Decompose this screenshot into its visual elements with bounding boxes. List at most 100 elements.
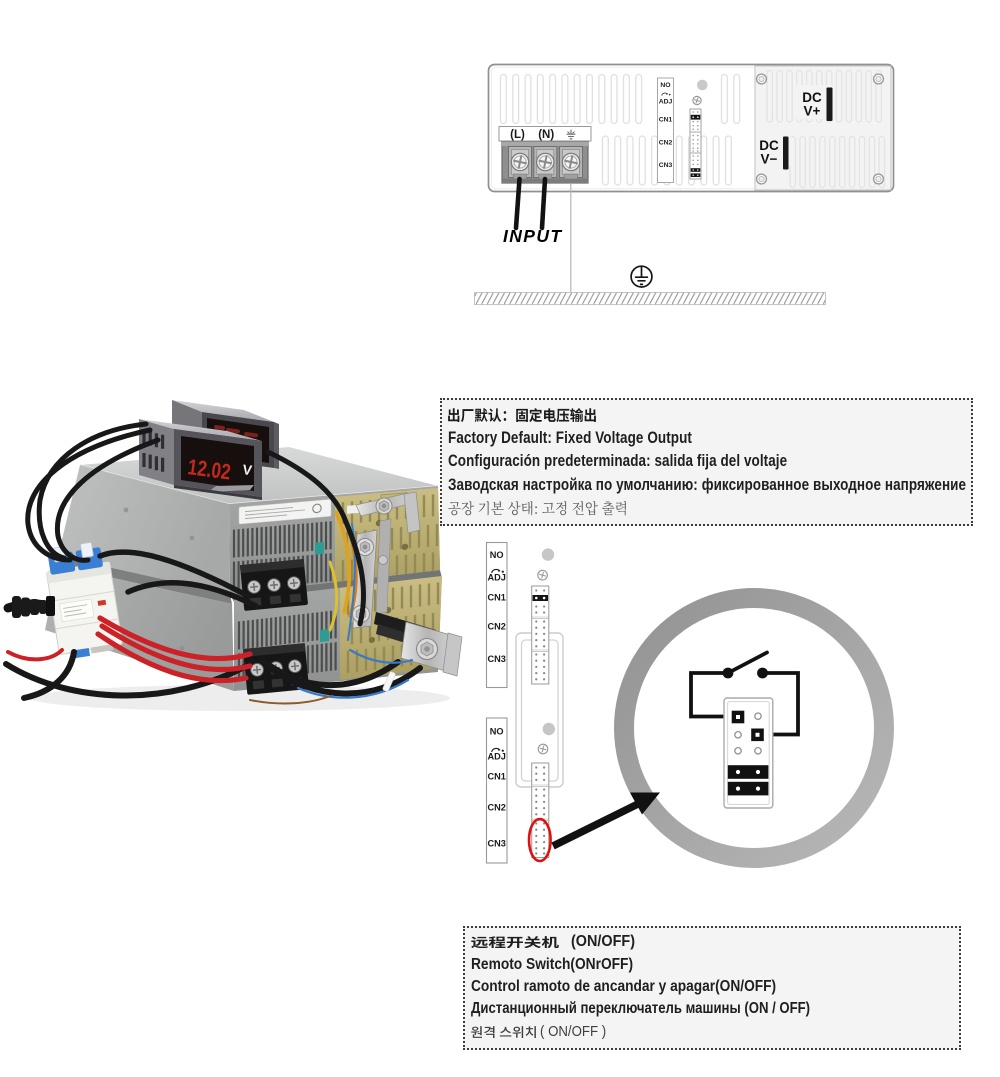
note-line-en: Factory Default: Fixed Voltage Output (448, 427, 971, 451)
remote-switch-circuit (689, 650, 800, 809)
factory-default-note: 出厂默认：固定电压输出Factory Default: Fixed Voltag… (440, 398, 973, 526)
pin-header-lower (531, 762, 550, 858)
factory-default-zh-glyphs (448, 407, 596, 422)
note-line-ru: Дистанционный переключатель машины (ON /… (471, 998, 959, 1020)
jumpered-pin-row (727, 765, 769, 779)
input-label: INPUT (503, 226, 563, 246)
circuit-breaker (46, 542, 123, 659)
note-line-es: Control ramoto de ancandar y apagar(ON/O… (471, 976, 959, 998)
input-cable (3, 596, 55, 618)
strip-label-adj: ADJ (659, 99, 673, 106)
corner-screw (872, 173, 885, 185)
note-line-es-text: Configuración predeterminada: salida fij… (448, 452, 788, 471)
terminal-screw (535, 152, 555, 172)
neutral-label: (N) (538, 129, 554, 141)
strip-label-adj: ADJ (488, 573, 506, 583)
note-line-es-text: Control ramoto de ancandar y apagar(ON/O… (471, 977, 777, 995)
strip-label-cn1: CN1 (488, 772, 506, 782)
corner-screw (755, 173, 768, 185)
switch-wire-right (762, 671, 800, 737)
note-line-en: Remoto Switch(ONrOFF) (471, 953, 959, 975)
strip-label-no: NO (660, 82, 670, 89)
panel-screw (692, 95, 702, 106)
corner-screw (755, 73, 768, 85)
strip-label-cn3: CN3 (659, 162, 673, 169)
ground-plane (474, 292, 826, 306)
open-pin (734, 746, 742, 755)
note-line-en-text: Remoto Switch(ONrOFF) (471, 955, 634, 973)
ac-terminal-block (501, 140, 589, 184)
strip-label-no: NO (490, 550, 504, 560)
product-photo: 12.02 V (3, 400, 463, 711)
panel-screw-lower (537, 743, 549, 755)
open-pin (754, 712, 762, 721)
mounting-hole-lower (542, 722, 555, 736)
panel-screw-upper (537, 569, 548, 581)
note-line-ru-text: Заводская настройка по умолчанию: фиксир… (448, 475, 967, 494)
dc-plus-busbar (826, 87, 833, 121)
ac-terminal-block-upper (239, 559, 308, 611)
switch-contact-right (757, 667, 768, 679)
remote-switch-ko-glyphs (471, 1025, 536, 1038)
strip-label-cn2: CN2 (659, 140, 673, 147)
meter-unit: V (242, 461, 254, 478)
output-bus-bars (352, 491, 463, 677)
ac-terminal-label-strip: (L) (N) (498, 126, 592, 142)
open-pin (754, 746, 762, 755)
psu-stack: 12.02 V (3, 400, 463, 705)
note-line-en-text: Factory Default: Fixed Voltage Output (448, 428, 692, 447)
strip-label-adj: ADJ (488, 752, 506, 762)
strip-label-no: NO (490, 727, 504, 737)
note-line-es: Configuración predeterminada: salida fij… (448, 450, 971, 474)
switch-wire-left (689, 671, 731, 719)
earth-ground-symbol (630, 265, 653, 288)
shunt-bolt (415, 637, 439, 661)
neutral-wire (539, 176, 548, 231)
strip-label-cn2: CN2 (488, 803, 506, 813)
bus-bolt (375, 497, 393, 515)
dc-plus-label2: V+ (804, 104, 821, 119)
live-label: (L) (510, 129, 525, 141)
live-wire (513, 176, 522, 231)
strip-label-cn2: CN2 (488, 622, 506, 632)
note-line-ko: 공장 기본 상태: 고정 전압 출력 (448, 497, 971, 521)
dc-minus-busbar (783, 136, 789, 170)
note-line-zh: 出厂默认：固定电压输出 (448, 403, 971, 427)
jumpered-pin-row (727, 781, 769, 796)
zoom-arrow (551, 792, 660, 850)
corner-screw (872, 73, 885, 85)
strip-label-cn1: CN1 (659, 117, 673, 124)
terminal-screw (510, 152, 530, 172)
strip-label-cn1: CN1 (488, 593, 506, 603)
earth-symbol (566, 129, 576, 140)
red-output-wires (6, 615, 253, 684)
open-pin (734, 730, 742, 739)
dc-minus-label2: V− (761, 152, 778, 167)
note-line-zh-suffix: (ON/OFF) (571, 933, 636, 951)
note-line-ko-suffix: ( ON/OFF ) (540, 1023, 607, 1041)
meter-reading: 12.02 (186, 455, 232, 485)
pin-header-upper (531, 585, 550, 685)
strip-label-cn3: CN3 (488, 654, 506, 664)
remote-switch-note: 远程开关机(ON/OFF)Remoto Switch(ONrOFF)Contro… (463, 926, 961, 1050)
mounting-hole (697, 79, 708, 91)
cable-tie (382, 671, 396, 692)
mounting-hole-upper (541, 548, 555, 561)
cn3-highlight-ellipse (527, 817, 552, 863)
factory-default-ko-glyphs (448, 501, 626, 516)
note-line-ru-text: Дистанционный переключатель машины (ON /… (471, 1000, 811, 1018)
panel-meter-front: 12.02 V (139, 419, 262, 500)
pin-header (689, 108, 702, 180)
remote-switch-zh-glyphs (471, 936, 559, 949)
sense-wires (249, 648, 414, 705)
note-line-ru: Заводская настройка по умолчанию: фиксир… (448, 474, 971, 498)
wired-pin (751, 728, 764, 742)
note-line-ko: 원격 스위치( ON/OFF ) (471, 1021, 959, 1043)
bus-bolt (356, 538, 374, 556)
